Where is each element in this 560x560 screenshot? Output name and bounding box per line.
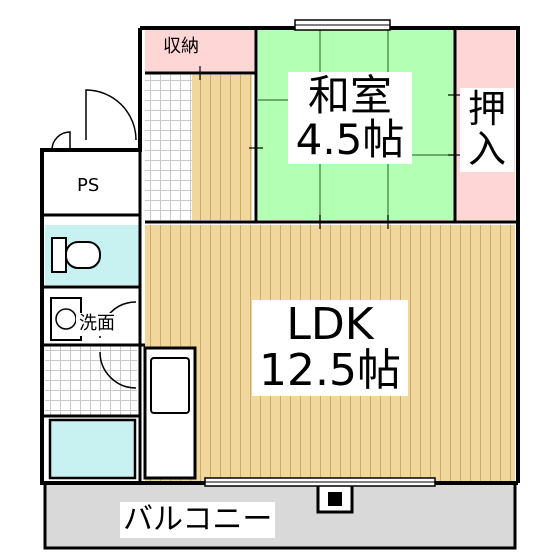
washroom-label: 洗面 — [76, 313, 118, 336]
washitsu-size: 4.5帖 — [295, 115, 405, 165]
balcony-label: バルコニー — [120, 502, 276, 538]
kitchen-sink — [150, 357, 190, 414]
entrance-tile — [145, 75, 192, 220]
hall-floor — [192, 75, 252, 220]
storage-label: 収納 — [163, 36, 199, 57]
balcony-drain — [316, 482, 354, 514]
ps-label: PS — [77, 175, 100, 196]
storage-area — [145, 30, 255, 72]
ldk-name: LDK — [286, 299, 374, 350]
washitsu-name: 和室 — [307, 71, 392, 120]
toilet-bowl — [65, 241, 101, 269]
balcony-area — [43, 481, 517, 550]
bath-floor-tile — [45, 345, 137, 415]
washitsu-label: 和室 4.5帖 — [288, 71, 412, 165]
toilet-tank — [51, 237, 67, 273]
bathtub — [48, 418, 137, 480]
ldk-size: 12.5帖 — [259, 345, 401, 397]
oshiire-label: 押入 — [460, 88, 514, 172]
ps-area — [45, 155, 140, 215]
ldk-label: LDK 12.5帖 — [252, 299, 408, 397]
